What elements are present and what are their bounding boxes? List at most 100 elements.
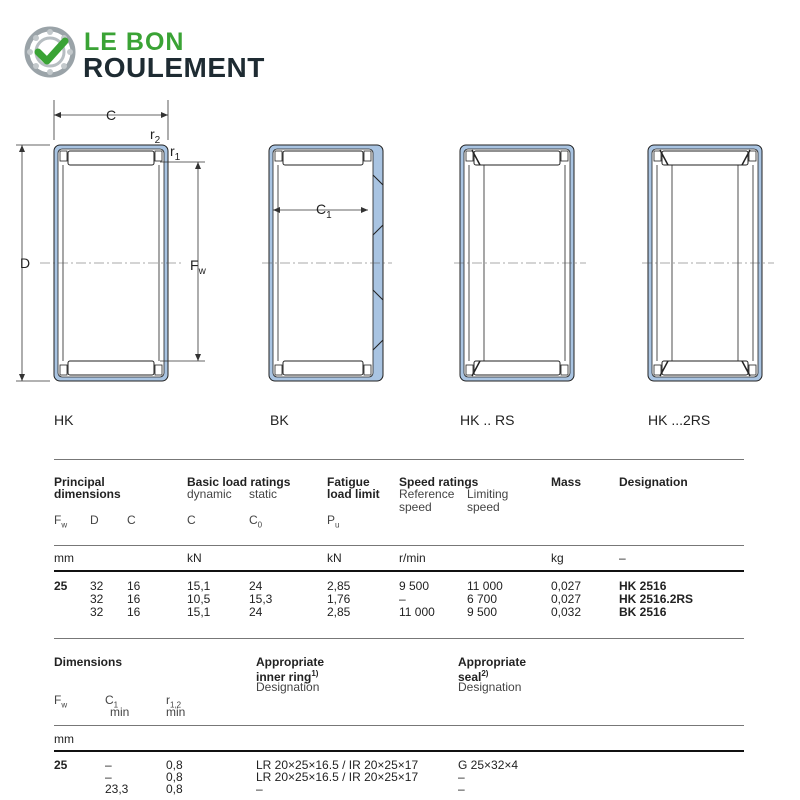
dim-fw: Fw bbox=[190, 257, 206, 277]
cell-r: 0,8 bbox=[166, 758, 183, 772]
sym-dyn: C bbox=[187, 513, 196, 527]
brand-line2: ROULEMENT bbox=[83, 52, 265, 83]
table1-bold-rule bbox=[54, 570, 744, 572]
unit-kg: kg bbox=[551, 551, 564, 565]
brand-logo bbox=[24, 26, 76, 83]
hdr-reference-2: speed bbox=[399, 500, 432, 514]
unit-dash: – bbox=[619, 551, 626, 565]
cell-c: 16 bbox=[127, 592, 141, 606]
cell-ring: LR 20×25×16.5 / IR 20×25×17 bbox=[256, 758, 419, 772]
cell-ring: – bbox=[256, 782, 263, 796]
hdr-inner-2: inner ring1) bbox=[256, 669, 319, 684]
cell-fat: 2,85 bbox=[327, 579, 351, 593]
unit-mm: mm bbox=[54, 551, 74, 565]
sym2-c1-min: min bbox=[110, 705, 130, 719]
cell-lim: 6 700 bbox=[467, 592, 498, 606]
cell-c1: – bbox=[105, 770, 112, 784]
cell-stat: 15,3 bbox=[249, 592, 273, 606]
hdr-seal-1: Appropriate bbox=[458, 655, 527, 669]
cell-dyn: 15,1 bbox=[187, 605, 211, 619]
sym2-r12: r1,2 bbox=[166, 693, 182, 710]
cell-mass: 0,027 bbox=[551, 592, 582, 606]
table1-fw-value: 25 bbox=[54, 579, 68, 593]
cell-mass: 0,032 bbox=[551, 605, 582, 619]
dim-r1: r1 bbox=[170, 143, 181, 163]
table2-bold-rule bbox=[54, 750, 744, 752]
cell-ring: LR 20×25×16.5 / IR 20×25×17 bbox=[256, 770, 419, 784]
hdr-dimensions: Dimensions bbox=[54, 655, 123, 669]
hdr-designation: Designation bbox=[619, 475, 688, 489]
sym2-fw: Fw bbox=[54, 693, 68, 710]
cell-c1: 23,3 bbox=[105, 782, 129, 796]
hdr-static: static bbox=[249, 487, 278, 501]
cell-lim: 9 500 bbox=[467, 605, 498, 619]
sym-fw: Fw bbox=[54, 513, 68, 530]
dim-d: D bbox=[20, 255, 31, 271]
cell-dyn: 10,5 bbox=[187, 592, 211, 606]
cell-fat: 2,85 bbox=[327, 605, 351, 619]
hdr-reference-1: Reference bbox=[399, 487, 455, 501]
cell-r: 0,8 bbox=[166, 782, 183, 796]
sym-stat: C0 bbox=[249, 513, 263, 530]
hdr-basic: Basic load ratings bbox=[187, 475, 291, 489]
table1-mid-rule bbox=[54, 545, 744, 546]
sym-pu: Pu bbox=[327, 513, 340, 530]
cell-c: 16 bbox=[127, 605, 141, 619]
hdr-limiting-1: Limiting bbox=[467, 487, 509, 501]
cell-fat: 1,76 bbox=[327, 592, 351, 606]
cell-mass: 0,027 bbox=[551, 579, 582, 593]
dim-c: C bbox=[106, 107, 117, 123]
dim-r2: r2 bbox=[150, 126, 161, 146]
sym2-c1: C1 bbox=[105, 693, 119, 710]
cell-c1: – bbox=[105, 758, 112, 772]
hdr-inner-1: Appropriate bbox=[256, 655, 325, 669]
hdr-inner-3: Designation bbox=[256, 680, 320, 694]
cell-c: 16 bbox=[127, 579, 141, 593]
hdr-mass: Mass bbox=[551, 475, 582, 489]
cell-ref: – bbox=[399, 592, 406, 606]
cell-stat: 24 bbox=[249, 579, 263, 593]
brand-line1: LE BON bbox=[84, 28, 185, 56]
drawing-hk-2rs bbox=[642, 144, 774, 382]
variant-label-bk: BK bbox=[270, 412, 289, 428]
cell-des: BK 2516 bbox=[619, 605, 667, 619]
cell-seal: – bbox=[458, 782, 465, 796]
hdr-seal-2: seal2) bbox=[458, 669, 489, 684]
bearing-drawings bbox=[16, 100, 774, 382]
unit-kn-1: kN bbox=[187, 551, 202, 565]
hdr-fatigue-2: load limit bbox=[327, 487, 380, 501]
cell-d: 32 bbox=[90, 579, 104, 593]
cell-seal: – bbox=[458, 770, 465, 784]
variant-label-hk: HK bbox=[54, 412, 74, 428]
variant-label-hk-rs: HK .. RS bbox=[460, 412, 515, 428]
hdr-limiting-2: speed bbox=[467, 500, 500, 514]
hdr-seal-3: Designation bbox=[458, 680, 522, 694]
cell-ref: 9 500 bbox=[399, 579, 430, 593]
cell-seal: G 25×32×4 bbox=[458, 758, 519, 772]
hdr-principal-2: dimensions bbox=[54, 487, 121, 501]
cell-ref: 11 000 bbox=[399, 605, 435, 619]
cell-stat: 24 bbox=[249, 605, 263, 619]
unit-rmin: r/min bbox=[399, 551, 426, 565]
hdr-principal-1: Principal bbox=[54, 475, 105, 489]
cell-lim: 11 000 bbox=[467, 579, 503, 593]
unit2-mm: mm bbox=[54, 732, 74, 746]
sym2-r12-min: min bbox=[166, 705, 186, 719]
variant-label-hk-2rs: HK ...2RS bbox=[648, 412, 711, 428]
dim-c1: C1 bbox=[316, 201, 332, 221]
table2-mid-rule bbox=[54, 725, 744, 726]
cell-des: HK 2516 bbox=[619, 579, 667, 593]
table2-fw-value: 25 bbox=[54, 758, 68, 772]
cell-r: 0,8 bbox=[166, 770, 183, 784]
cell-dyn: 15,1 bbox=[187, 579, 211, 593]
cell-d: 32 bbox=[90, 592, 104, 606]
sym-c: C bbox=[127, 513, 136, 527]
table1-bottom-rule bbox=[54, 638, 744, 639]
hdr-dynamic: dynamic bbox=[187, 487, 232, 501]
hdr-fatigue-1: Fatigue bbox=[327, 475, 370, 489]
unit-kn-2: kN bbox=[327, 551, 342, 565]
hdr-speed: Speed ratings bbox=[399, 475, 479, 489]
cell-des: HK 2516.2RS bbox=[619, 592, 694, 606]
drawing-bk bbox=[262, 144, 392, 382]
drawing-hk bbox=[16, 100, 205, 382]
